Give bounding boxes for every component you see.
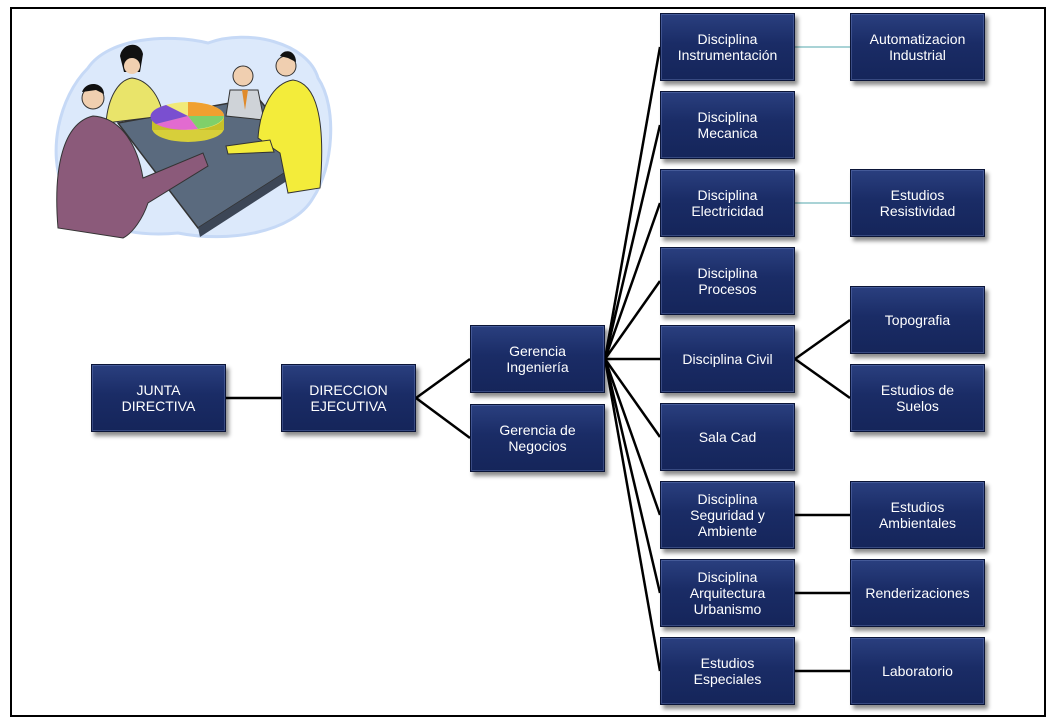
node-disciplina-instrumentacion: Disciplina Instrumentación [660,13,795,81]
node-disciplina-mecanica: Disciplina Mecanica [660,91,795,159]
node-disciplina-electricidad: Disciplina Electricidad [660,169,795,237]
node-estudios-ambientales: Estudios Ambientales [850,481,985,549]
connector-gerencia-ingenieria-to-disciplina-electricidad [603,202,662,360]
node-renderizaciones: Renderizaciones [850,559,985,627]
connector-gerencia-ingenieria-to-disciplina-seguridad-ambiente [603,358,662,516]
connector-gerencia-ingenieria-to-disciplina-mecanica [603,124,662,360]
connector-disciplina-civil-to-topografia [794,318,851,361]
connector-gerencia-ingenieria-to-estudios-especiales [603,358,662,672]
connector-direccion-ejecutiva-to-gerencia-negocios [415,396,471,440]
business-meeting-clipart-icon [54,35,333,239]
connector-gerencia-ingenieria-to-disciplina-arquitectura-urbanismo [603,358,662,594]
connector-gerencia-ingenieria-to-disciplina-procesos [603,280,662,360]
node-junta-directiva: JUNTA DIRECTIVA [91,364,226,432]
node-direccion-ejecutiva: DIRECCION EJECUTIVA [281,364,416,432]
node-gerencia-ingenieria: Gerencia Ingeniería [470,325,605,393]
node-automatizacion-industrial: Automatizacion Industrial [850,13,985,81]
node-topografia: Topografia [850,286,985,354]
connector-direccion-ejecutiva-to-gerencia-ingenieria [415,357,471,400]
node-gerencia-negocios: Gerencia de Negocios [470,404,605,472]
connector-disciplina-civil-to-estudios-suelos [794,357,851,400]
node-estudios-especiales: Estudios Especiales [660,637,795,705]
node-laboratorio: Laboratorio [850,637,985,705]
node-estudios-resistividad: Estudios Resistividad [850,169,985,237]
node-sala-cad: Sala Cad [660,403,795,471]
node-estudios-suelos: Estudios de Suelos [850,364,985,432]
connector-gerencia-ingenieria-to-sala-cad [603,358,662,438]
connector-gerencia-ingenieria-to-disciplina-instrumentacion [603,46,662,360]
node-disciplina-civil: Disciplina Civil [660,325,795,393]
node-disciplina-arquitectura-urbanismo: Disciplina Arquitectura Urbanismo [660,559,795,627]
node-disciplina-procesos: Disciplina Procesos [660,247,795,315]
node-disciplina-seguridad-ambiente: Disciplina Seguridad y Ambiente [660,481,795,549]
